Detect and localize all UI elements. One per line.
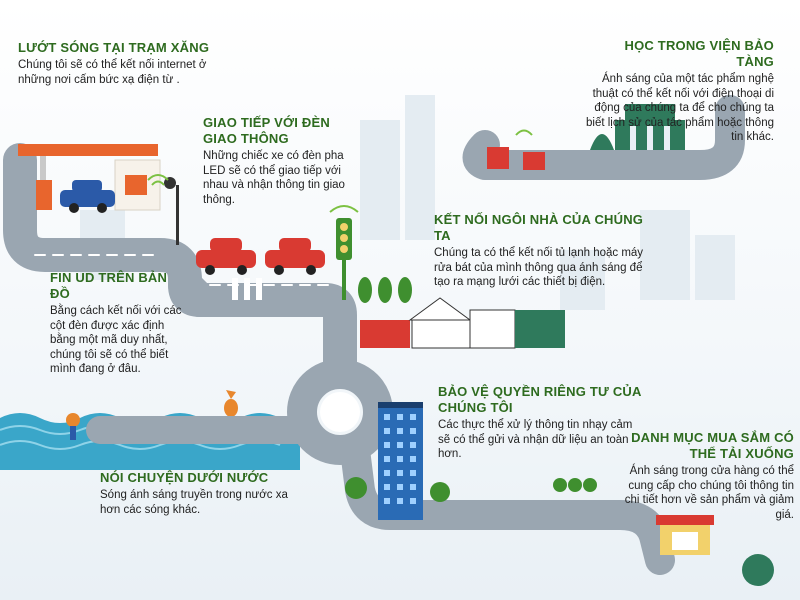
crosswalk <box>232 278 262 300</box>
gas-station-icon <box>18 144 161 211</box>
section-text: Chúng ta có thể kết nối tủ lạnh hoặc máy… <box>434 247 644 288</box>
road <box>3 95 745 575</box>
section-title: KẾT NỐI NGÔI NHÀ CỦA CHÚNG TA <box>434 212 644 243</box>
shop-icon <box>656 515 714 555</box>
houses-icon <box>487 147 545 170</box>
wifi-icon <box>147 174 169 186</box>
section-gas-station: LƯỚT SÓNG TẠI TRẠM XĂNG Chúng tôi sẽ có … <box>18 40 218 87</box>
section-underwater: NÓI CHUYỆN DƯỚI NƯỚC Sóng ánh sáng truyề… <box>100 470 310 517</box>
section-map: FIN UD TRÊN BẢN ĐỒ Bằng cách kết nối với… <box>50 270 190 377</box>
section-home: KẾT NỐI NGÔI NHÀ CỦA CHÚNG TA Chúng ta c… <box>434 212 649 290</box>
section-title: BẢO VỆ QUYỀN RIÊNG TƯ CỦA CHÚNG TÔI <box>438 384 642 415</box>
car-icon <box>196 238 256 275</box>
section-title: DANH MỤC MUA SẮM CÓ THỂ TẢI XUỐNG <box>631 430 794 461</box>
traffic-light-icon <box>329 205 359 300</box>
section-text: Sóng ánh sáng truyền trong nước xa hơn c… <box>100 489 288 516</box>
office-building-icon <box>378 402 423 520</box>
car-icon <box>265 238 325 275</box>
section-title: LƯỚT SÓNG TẠI TRẠM XĂNG <box>18 40 210 55</box>
trees-icon <box>345 477 597 502</box>
roundabout-center <box>320 392 360 432</box>
wifi-icon <box>515 129 533 136</box>
car-icon <box>60 180 115 213</box>
section-title: FIN UD TRÊN BẢN ĐỒ <box>50 270 168 301</box>
diver-icon <box>66 413 80 440</box>
section-title: GIAO TIẾP VỚI ĐÈN GIAO THÔNG <box>203 115 330 146</box>
section-text: Bằng cách kết nối với các cột đèn được x… <box>50 305 182 375</box>
end-point-marker <box>742 554 774 586</box>
section-text: Ánh sáng trong cửa hàng có thể cung cấp … <box>624 465 794 521</box>
street-lamp-icon <box>164 177 179 245</box>
section-museum: HỌC TRONG VIỆN BẢO TÀNG Ánh sáng của một… <box>584 38 774 145</box>
fish-icon <box>224 390 238 417</box>
section-title: NÓI CHUYỆN DƯỚI NƯỚC <box>100 470 269 485</box>
trees-icon <box>358 277 412 303</box>
section-text: Chúng tôi sẽ có thể kết nối internet ở n… <box>18 59 207 86</box>
houses-icon <box>360 297 565 349</box>
section-shopping: DANH MỤC MUA SẮM CÓ THỂ TẢI XUỐNG Ánh sá… <box>622 430 794 522</box>
section-text: Những chiếc xe có đèn pha LED sẽ có thể … <box>203 150 345 206</box>
section-text: Ánh sáng của một tác phẩm nghệ thuật có … <box>586 73 774 143</box>
section-privacy: BẢO VỆ QUYỀN RIÊNG TƯ CỦA CHÚNG TÔI Các … <box>438 384 643 462</box>
museum-building-icon <box>590 104 685 150</box>
section-title: HỌC TRONG VIỆN BẢO TÀNG <box>624 38 774 69</box>
section-traffic: GIAO TIẾP VỚI ĐÈN GIAO THÔNG Những chiếc… <box>203 115 363 207</box>
section-text: Các thực thể xử lý thông tin nhạy cảm sẽ… <box>438 419 633 460</box>
